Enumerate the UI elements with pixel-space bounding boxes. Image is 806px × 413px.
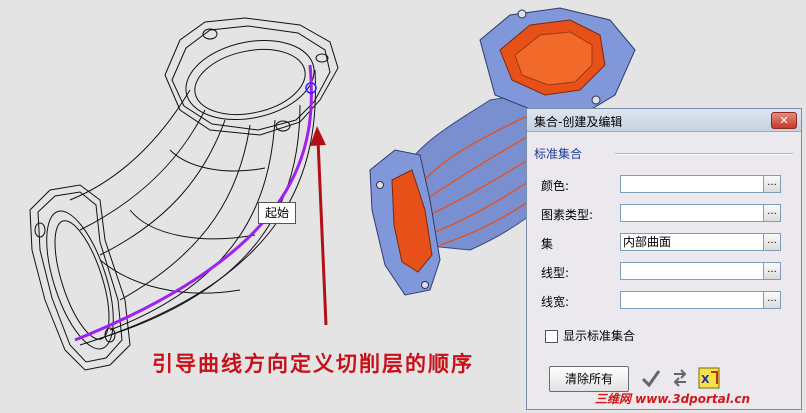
close-button[interactable]: ✕ (771, 112, 797, 129)
entity-type-browse-button[interactable]: ... (763, 204, 781, 222)
clear-all-button[interactable]: 清除所有 (549, 366, 629, 392)
dialog-title: 集合-创建及编辑 (534, 115, 623, 129)
wireframe-pipe (29, 17, 339, 371)
line-type-field[interactable] (620, 262, 780, 280)
start-callout: 起始 (258, 202, 296, 224)
show-standard-set-label: 显示标准集合 (563, 329, 636, 343)
standard-set-group-label: 标准集合 (534, 147, 583, 161)
dialog-titlebar: 集合-创建及编辑 ✕ (527, 109, 801, 132)
set-label: 集 (541, 237, 554, 251)
line-width-field[interactable] (620, 291, 780, 309)
group-divider (615, 153, 793, 155)
color-browse-button[interactable]: ... (763, 175, 781, 193)
line-width-browse-button[interactable]: ... (763, 291, 781, 309)
guide-start-marker (305, 82, 317, 94)
set-create-edit-dialog: 集合-创建及编辑 ✕ 标准集合 颜色: ... 图素类型: ... 集 内部曲面… (526, 108, 802, 410)
entity-type-label: 图素类型: (541, 208, 594, 222)
swap-icon[interactable] (668, 366, 692, 390)
color-label: 颜色: (541, 179, 570, 193)
xml-icon[interactable]: X (697, 366, 721, 390)
direction-arrow-icon (310, 126, 328, 326)
show-standard-set-checkbox[interactable] (545, 330, 558, 343)
line-type-label: 线型: (541, 266, 570, 280)
color-field[interactable] (620, 175, 780, 193)
line-type-browse-button[interactable]: ... (763, 262, 781, 280)
set-browse-button[interactable]: ... (763, 233, 781, 251)
set-field[interactable]: 内部曲面 (620, 233, 780, 251)
caption-text: 引导曲线方向定义切削层的顺序 (152, 352, 474, 376)
watermark: 三维网 www.3dportal.cn (595, 392, 751, 406)
svg-text:X: X (701, 373, 710, 386)
guide-curve (74, 64, 313, 342)
entity-type-field[interactable] (620, 204, 780, 222)
line-width-label: 线宽: (541, 295, 570, 309)
check-icon[interactable] (639, 366, 663, 390)
